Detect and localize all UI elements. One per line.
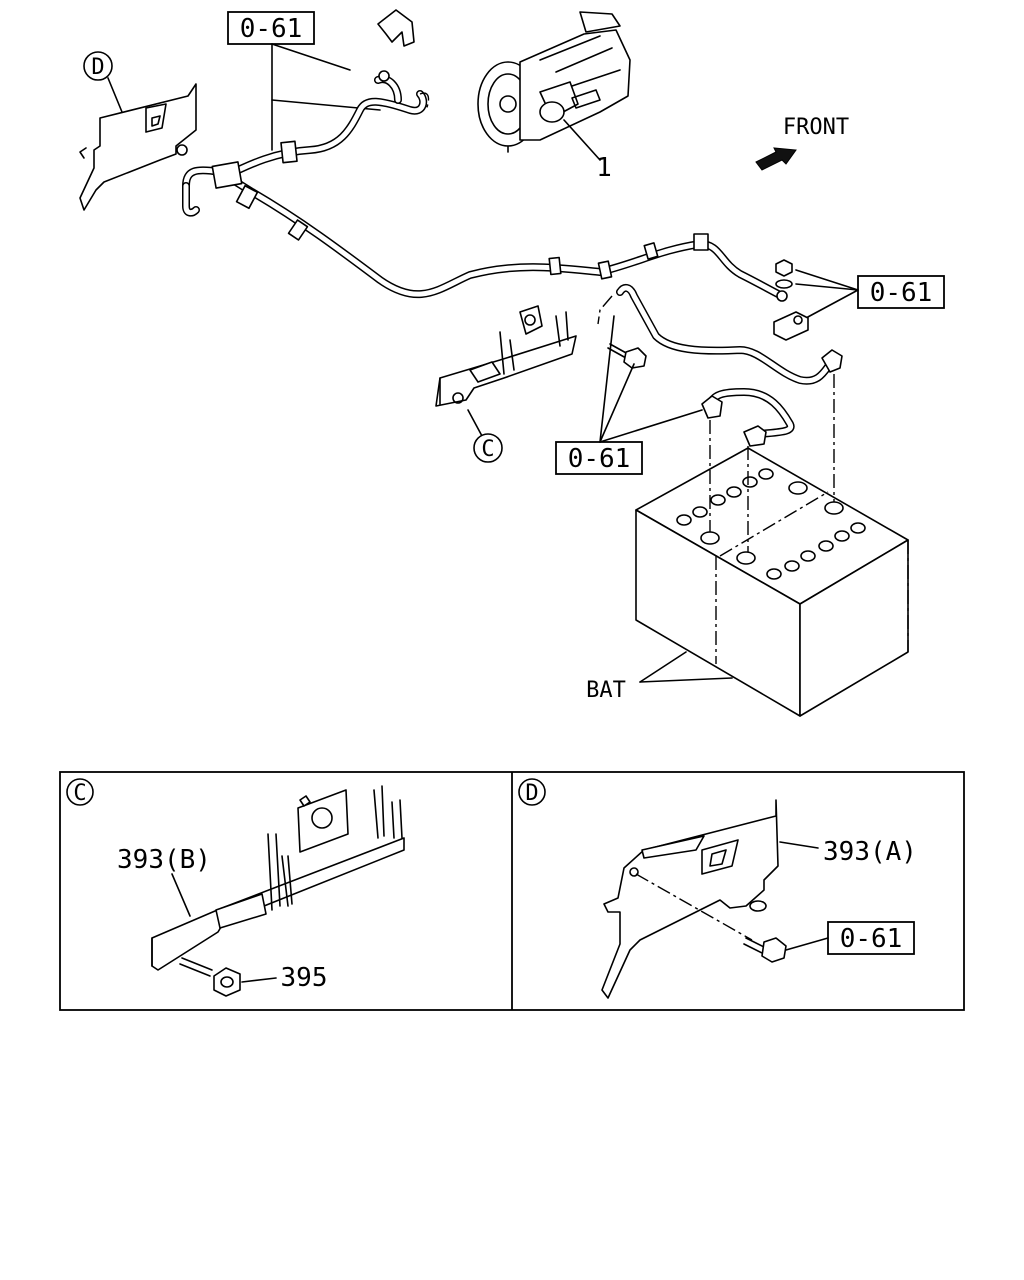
label-393a: 393(A) [823,837,917,867]
leader-393b [171,873,191,917]
label-395: 395 [281,963,328,993]
ref-box-mid[interactable]: 0-61 [555,441,643,475]
leader-right-2 [795,283,859,291]
leader-393a [779,841,819,849]
leader-395 [241,977,277,983]
leader-ref-inset [785,937,829,951]
starter-motor[interactable] [477,11,631,153]
terminal-nuts-right [773,259,809,341]
leader-bat-1 [639,651,687,683]
ref-label-mid: 0-61 [568,444,631,474]
battery-caps [676,468,866,580]
front-arrow-icon [755,147,797,171]
callout-c-inset-label: C [73,781,86,806]
battery-link-cable [701,388,795,447]
starter-branch-cable [211,70,430,189]
front-label: FRONT [783,115,849,140]
bolt-axis [635,873,753,941]
label-part-1: 1 [596,153,612,183]
battery-terminals [700,481,844,565]
bracket-c-main: C [435,305,577,463]
batteries[interactable] [635,374,909,717]
callout-d-inset-label: D [525,781,538,806]
leader-mid-1 [599,315,615,443]
ref-box-right[interactable]: 0-61 [857,275,945,309]
callout-c-inset[interactable] [66,778,94,806]
ref-box-inset[interactable]: 0-61 [827,921,915,955]
label-393b: 393(B) [117,845,211,875]
bolt-inset[interactable] [743,937,787,963]
nut-395[interactable] [179,957,241,997]
leader-right-3 [805,289,859,319]
leader-mid-2 [599,363,635,443]
clip-bracket-top [377,9,415,47]
callout-d-main[interactable] [83,51,113,81]
leader-right-1 [795,269,859,291]
ref-label-top: 0-61 [240,14,303,44]
inset-d: D 393(A) 0-61 [518,778,917,999]
lower-cable [597,283,843,385]
callout-c-main-label: C [481,437,494,462]
main-cable [182,166,788,302]
callout-c-main[interactable] [473,433,503,463]
ref-label-right: 0-61 [870,278,933,308]
bracket-393a[interactable] [601,799,779,999]
ref-label-inset: 0-61 [840,924,903,954]
leader-bat-2 [639,677,733,683]
bolt-middle [607,343,647,369]
ref-box-top[interactable]: 0-61 [227,11,315,45]
leader-mid-3 [599,409,703,443]
bracket-393b[interactable] [151,785,405,971]
callout-d-main-label: D [91,55,104,80]
label-bat: BAT [586,678,626,703]
inset-c: C 393(B) 395 [66,778,405,997]
bracket-d-main: D [79,51,197,211]
leader-part-1 [563,119,601,161]
callout-d-inset[interactable] [518,778,546,806]
leader-top-2 [271,43,351,71]
